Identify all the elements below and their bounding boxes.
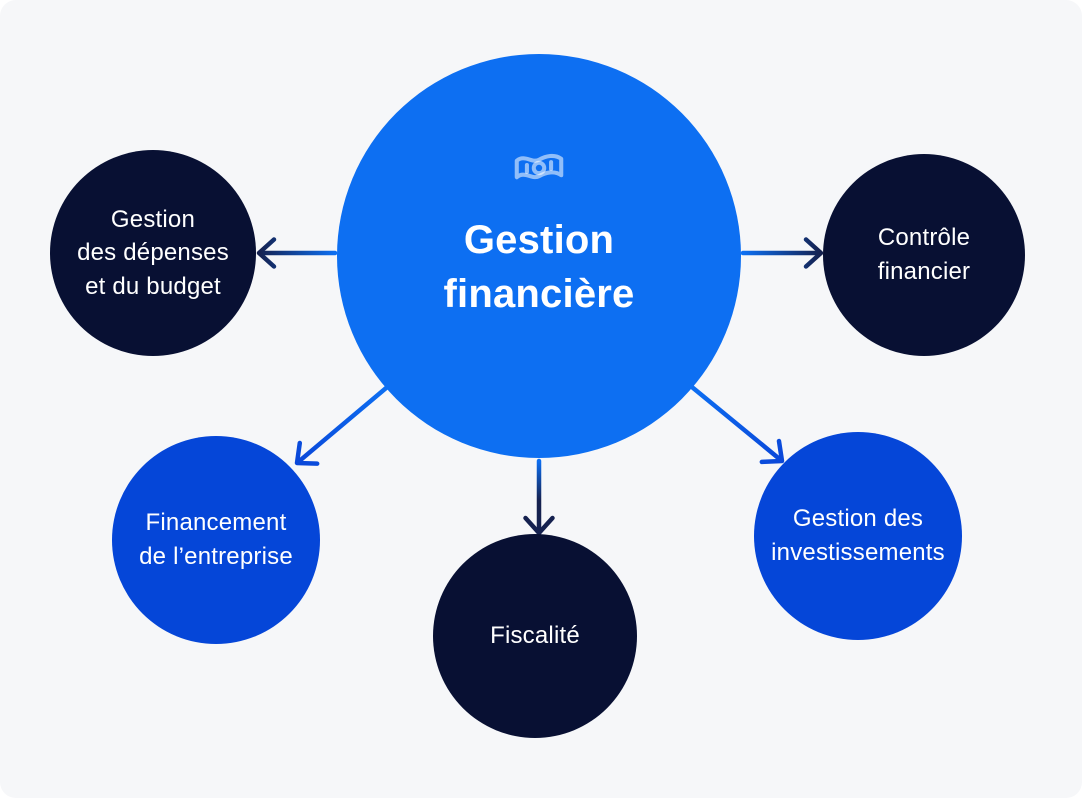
arrow-center-to-controle: [740, 237, 824, 269]
center-node-label: Gestion financière: [443, 218, 635, 316]
node-financement-entreprise: Financement de l’entreprise: [112, 436, 320, 644]
arrow-center-to-financement: [294, 385, 389, 466]
node-label: Contrôle financier: [877, 224, 971, 285]
node-label: Gestion des investissements: [771, 505, 945, 566]
node-gestion-des-investissements: Gestion des investissements: [754, 432, 962, 640]
arrow-center-to-fiscalite: [523, 458, 555, 536]
node-label: Fiscalité: [490, 622, 580, 650]
node-gestion-des-depenses: Gestion des dépenses et du budget: [50, 150, 256, 356]
arrow-center-to-investissements: [689, 384, 785, 465]
node-label: Gestion des dépenses et du budget: [77, 205, 229, 300]
node-fiscalite: Fiscalité: [433, 534, 637, 738]
node-gestion-financiere: Gestion financière: [337, 54, 741, 458]
node-controle-financier: Contrôle financier: [823, 154, 1025, 356]
arrow-center-to-depenses: [256, 237, 338, 269]
banknote-icon: [514, 153, 564, 180]
node-label: Financement de l’entreprise: [139, 509, 293, 570]
